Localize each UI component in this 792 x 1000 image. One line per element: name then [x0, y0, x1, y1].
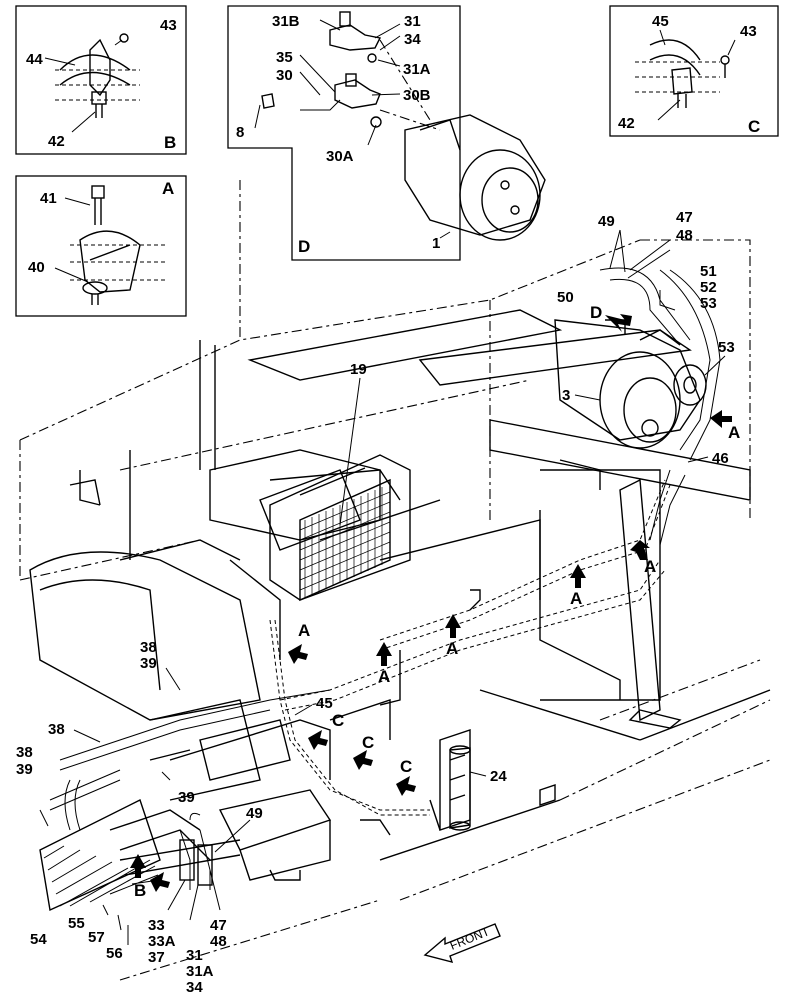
part-label: 53 [700, 295, 717, 312]
part-label: 34 [404, 31, 421, 48]
arrow-letters: D A A A A A A A C C C B [134, 303, 740, 900]
part-label: 49 [246, 805, 263, 822]
part-label: 34 [186, 979, 203, 996]
arrow-letter: D [590, 303, 602, 322]
part-label: 55 [68, 915, 85, 932]
part-label: 30 [276, 67, 293, 84]
part-label: 19 [350, 361, 367, 378]
part-label: 31A [186, 963, 214, 980]
arrow-a6-icon [288, 644, 308, 664]
arrow-b2-icon [150, 872, 170, 892]
part-label: 47 [210, 917, 227, 934]
part-label: 45 [316, 695, 333, 712]
part-label: 31B [272, 13, 300, 30]
arrow-a2-icon [630, 540, 650, 560]
detail-a-panel [15, 175, 187, 317]
part-label: 40 [28, 259, 45, 276]
labels-detail-a: 41 40 A [28, 179, 174, 276]
part-label: 56 [106, 945, 123, 962]
part-label: 38 [140, 639, 157, 656]
part-label: 24 [490, 768, 507, 785]
part-label: 37 [148, 949, 165, 966]
part-label: 39 [178, 789, 195, 806]
arrow-letter: A [446, 639, 458, 658]
arrow-letter: C [332, 711, 344, 730]
arrow-letter: A [378, 667, 390, 686]
arrow-c3-icon [396, 776, 416, 796]
compressor-main [554, 319, 707, 449]
labels-detail-c: 45 43 42 C [618, 13, 760, 136]
detail-d-letter: D [298, 237, 310, 256]
labels-detail-b: 43 44 42 B [26, 17, 177, 152]
front-indicator: FRONT [423, 923, 501, 964]
arrow-letter: B [134, 881, 146, 900]
part-label: 51 [700, 263, 717, 280]
part-label: 33A [148, 933, 176, 950]
part-label: 39 [140, 655, 157, 672]
part-label: 53 [718, 339, 735, 356]
arrow-d-icon [605, 314, 632, 332]
part-label: 43 [160, 17, 177, 34]
part-label: 39 [16, 761, 33, 778]
part-label: 8 [236, 124, 244, 141]
labels-main: 49 47 48 51 52 53 50 53 3 19 46 38 39 38… [16, 209, 735, 996]
detail-b-letter: B [164, 133, 176, 152]
part-label: 38 [48, 721, 65, 738]
part-label: 49 [598, 213, 615, 230]
part-label: 35 [276, 49, 293, 66]
condenser-core [259, 454, 411, 602]
detail-c-panel [609, 5, 779, 137]
machine-frame [19, 180, 771, 981]
part-label: 54 [30, 931, 47, 948]
arrow-letter: A [298, 621, 310, 640]
part-label: 31A [403, 61, 431, 78]
part-label: 45 [652, 13, 669, 30]
arrow-letter: A [644, 557, 656, 576]
part-label: 44 [26, 51, 43, 68]
arrow-a4-icon [445, 614, 461, 638]
arrow-letter: A [728, 423, 740, 442]
part-label: 33 [148, 917, 165, 934]
labels-detail-d: 31B 31 34 31A 35 30 30B 8 30A 1 D [236, 13, 440, 256]
part-label: 46 [712, 450, 729, 467]
hatched-panel [39, 799, 161, 912]
arrow-c2-icon [353, 750, 373, 770]
part-label: 1 [432, 235, 440, 252]
detail-a-letter: A [162, 179, 174, 198]
detail-c-letter: C [748, 117, 760, 136]
arrow-letter: A [570, 589, 582, 608]
part-label: 31 [404, 13, 421, 30]
part-label: 50 [557, 289, 574, 306]
part-label: 30A [326, 148, 354, 165]
part-label: 38 [16, 744, 33, 761]
part-label: 47 [676, 209, 693, 226]
arrow-a1-icon [710, 410, 732, 428]
part-label: 43 [740, 23, 757, 40]
receiver-drier [449, 745, 471, 831]
arrow-letter: C [362, 733, 374, 752]
arrow-letter: C [400, 757, 412, 776]
part-label: 57 [88, 929, 105, 946]
arrow-a3-icon [570, 564, 586, 588]
part-label: 41 [40, 190, 57, 207]
detail-b-panel [15, 5, 187, 155]
part-label: 30B [403, 87, 431, 104]
detail-d-panel [227, 5, 546, 261]
arrow-a5-icon [376, 642, 392, 666]
part-label: 48 [676, 227, 693, 244]
part-label: 52 [700, 279, 717, 296]
part-label: 31 [186, 947, 203, 964]
leader-lines [39, 229, 726, 945]
arrow-b1-icon [130, 854, 146, 878]
part-label: 42 [618, 115, 635, 132]
direction-arrows [130, 314, 732, 892]
part-label: 42 [48, 133, 65, 150]
part-label: 3 [562, 387, 570, 404]
part-label: 48 [210, 933, 227, 950]
arrow-c1-icon [308, 730, 328, 750]
